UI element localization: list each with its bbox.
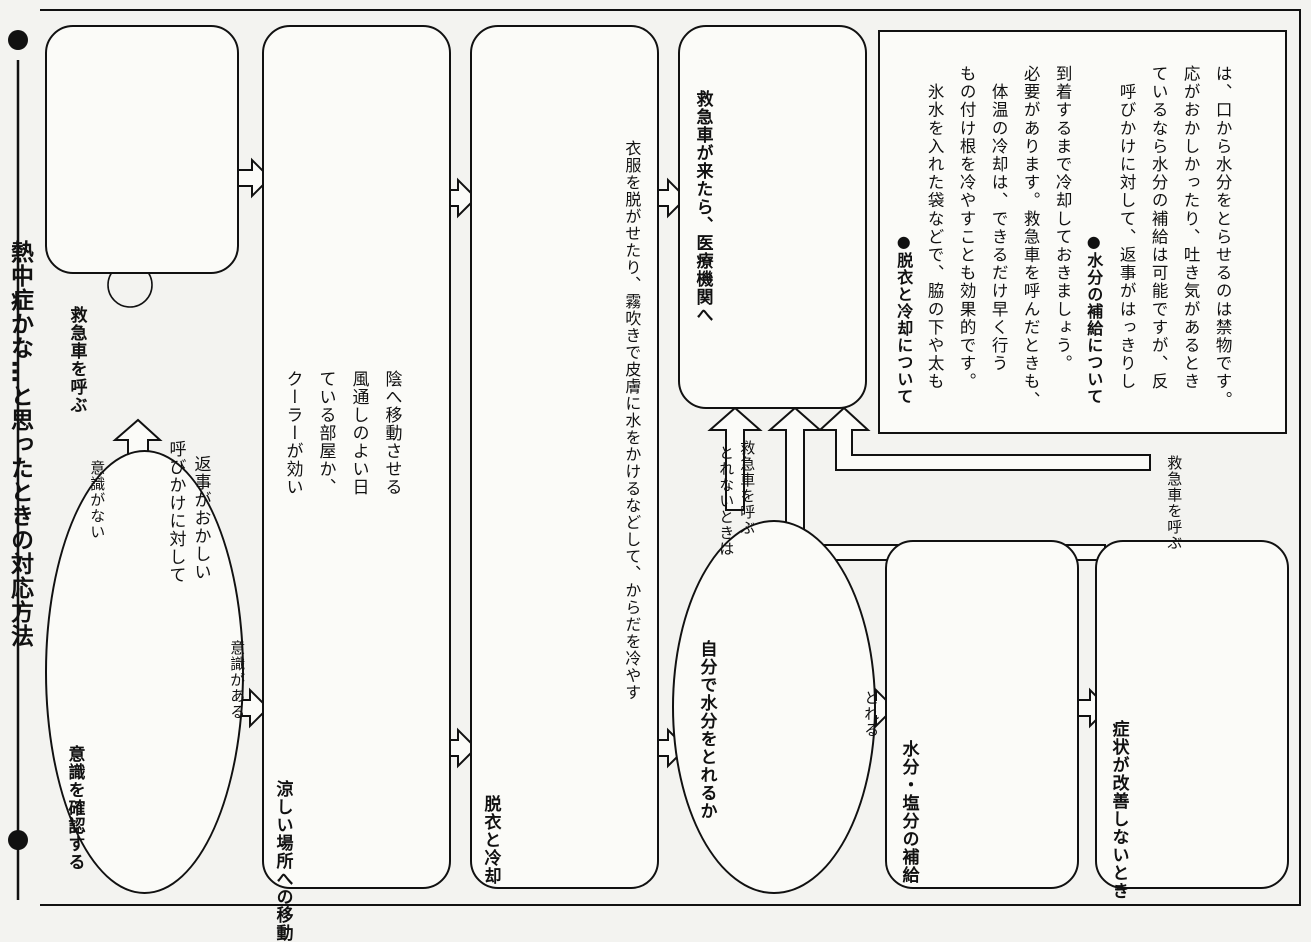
- check-consciousness-oval: [45, 450, 244, 894]
- call-ambulance-label: 救急車を呼ぶ: [66, 306, 87, 414]
- cool-place-detail-1: クーラーが効い: [282, 370, 303, 496]
- undress-cool-detail: 衣服を脱がせたり、霧吹きで皮膚に水をかけるなどして、からだを冷やす: [622, 140, 642, 701]
- can-drink-label: 自分で水分をとれるか: [696, 640, 717, 820]
- arrow-up-from-notes: [817, 406, 1151, 471]
- arrow-up-cannot-drink: [707, 406, 763, 511]
- notes-water-line-3: 応がおかしかったり、吐き気があるとき: [1181, 65, 1201, 391]
- cool-place-label: 涼しい場所への移動: [272, 780, 293, 942]
- notes-water-heading: ●水分の補給について: [1084, 232, 1104, 405]
- notes-cooling-line-1: 氷水を入れた袋などで、脇の下や太も: [925, 65, 945, 391]
- title-bullet-top: [8, 30, 28, 50]
- cool-place-detail-2: ている部屋か、: [315, 370, 336, 496]
- cool-place-detail-4: 陰へ移動させる: [381, 370, 402, 496]
- notes-water-line-4: は、口から水分をとらせるのは禁物です。: [1213, 65, 1233, 409]
- notes-cooling-line-4: 必要があります。救急車を呼んだときも、: [1021, 65, 1041, 409]
- undress-cool-label: 脱衣と冷却: [480, 795, 501, 885]
- branch-call-ambulance-2: 救急車を呼ぶ: [738, 440, 757, 536]
- branch-abnormal-2: 返事がおかしい: [190, 455, 211, 581]
- cool-place-box: [262, 25, 451, 889]
- ambulance-arrives-label: 救急車が来たら、医療機関へ: [692, 90, 713, 324]
- water-salt-label: 水分・塩分の補給: [898, 740, 919, 884]
- notes-water-line-2: ているなら水分の補給は可能ですが、反: [1149, 65, 1169, 391]
- notes-cooling-line-3: 体温の冷却は、できるだけ早く行う: [989, 65, 1009, 373]
- notes-cooling-heading: ●脱衣と冷却について: [894, 232, 914, 405]
- branch-unconscious: 意識がない: [88, 460, 107, 540]
- heatstroke-flowchart: 熱中症かな…と思ったときの対応方法 救急車を呼ぶ 意識を確認する 意識がない 呼…: [6, 9, 1301, 942]
- not-improving-label: 症状が改善しないとき: [1108, 720, 1129, 900]
- notes-cooling-line-2: もの付け根を冷やすことも効果的です。: [957, 65, 977, 391]
- call-ambulance-box: [45, 25, 239, 274]
- notes-water-line-1: 呼びかけに対して、返事がはっきりし: [1117, 65, 1137, 391]
- not-improving-box: [1095, 540, 1289, 889]
- can-drink-oval: [672, 520, 876, 894]
- undress-cool-box: [470, 25, 659, 889]
- page-title: 熱中症かな…と思ったときの対応方法: [6, 240, 33, 648]
- branch-cannot-drink: とれないときは: [717, 445, 736, 557]
- title-bullet-bottom: [8, 830, 28, 850]
- branch-can: とれる: [862, 690, 881, 738]
- notes-box: [878, 30, 1287, 434]
- notes-cooling-line-5: 到着するまで冷却しておきましょう。: [1053, 65, 1073, 373]
- page-frame: [40, 9, 1301, 906]
- ambulance-arrives-box: [678, 25, 867, 409]
- check-consciousness-label: 意識を確認する: [64, 745, 85, 871]
- branch-abnormal-1: 呼びかけに対して: [165, 440, 186, 584]
- cool-place-detail-3: 風通しのよい日: [348, 370, 369, 496]
- water-salt-box: [885, 540, 1079, 889]
- branch-call-ambulance-3: 救急車を呼ぶ: [1165, 455, 1184, 551]
- branch-conscious: 意識がある: [228, 640, 247, 720]
